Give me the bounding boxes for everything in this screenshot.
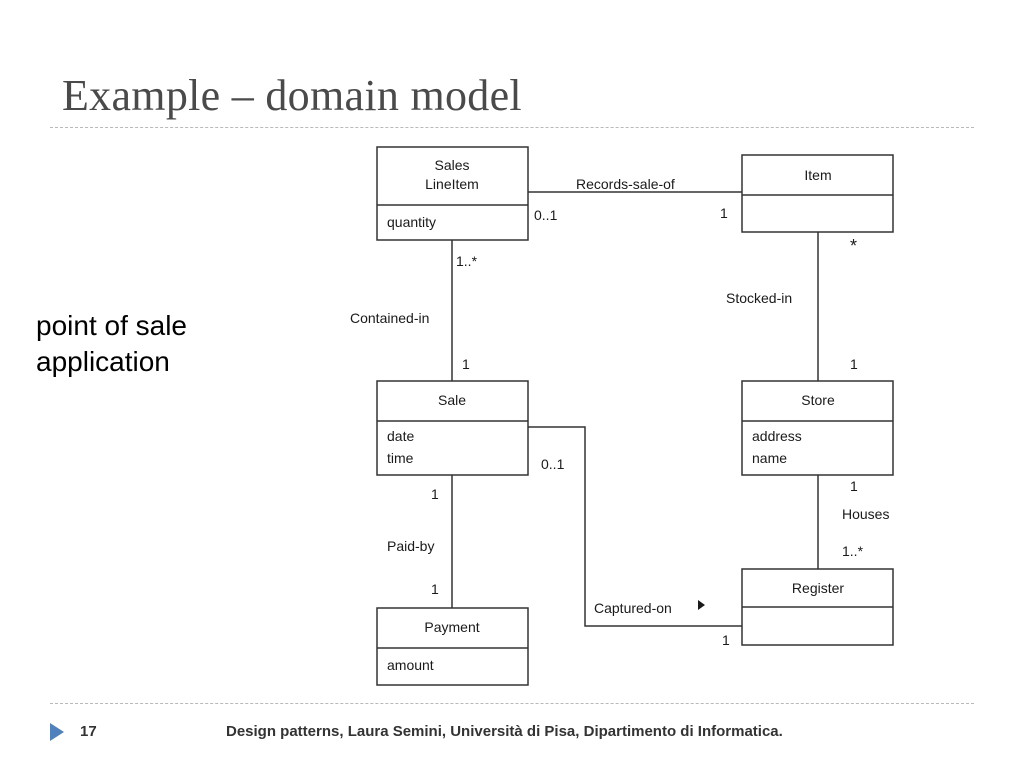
class-payment [376, 607, 529, 686]
assoc-records-sale-of-mult-b: 1 [720, 205, 728, 221]
footer-divider [50, 703, 974, 704]
assoc-paid-by-label: Paid-by [387, 538, 434, 554]
class-store-name: Store [801, 392, 835, 408]
assoc-stocked-in-mult-a: * [850, 236, 857, 256]
attr-address: address [752, 428, 802, 444]
class-payment-name: Payment [424, 619, 479, 635]
play-arrow-icon [50, 723, 64, 741]
attr-name: name [752, 450, 787, 466]
footer-credits: Design patterns, Laura Semini, Universit… [226, 723, 783, 740]
class-item [741, 154, 894, 233]
side-caption: point of sale application [36, 308, 187, 380]
assoc-captured-on-mult-a: 0..1 [541, 456, 565, 472]
assoc-records-sale-of-mult-a: 0..1 [534, 207, 558, 223]
side-caption-line-2: application [36, 346, 170, 377]
assoc-records-sale-of-label: Records-sale-of [576, 176, 675, 192]
class-sales-line-item-name-1: Sales [434, 157, 469, 173]
assoc-houses-mult-b: 1..* [842, 543, 864, 559]
attr-quantity: quantity [387, 214, 436, 230]
class-sale-name: Sale [438, 392, 466, 408]
title-divider [50, 127, 974, 128]
class-sales-line-item [376, 146, 529, 241]
assoc-contained-in-label: Contained-in [350, 310, 429, 326]
assoc-captured-on-mult-b: 1 [722, 632, 730, 648]
assoc-captured-on-label: Captured-on [594, 600, 672, 616]
assoc-paid-by-mult-a: 1 [431, 486, 439, 502]
class-item-name: Item [804, 167, 831, 183]
captured-on-direction-arrow [698, 600, 705, 610]
assoc-houses-label: Houses [842, 506, 889, 522]
assoc-contained-in-mult-a: 1..* [456, 253, 478, 269]
attr-amount: amount [387, 657, 434, 673]
attr-date: date [387, 428, 414, 444]
class-sales-line-item-name-2: LineItem [425, 176, 479, 192]
class-register-name: Register [792, 580, 844, 596]
page-number: 17 [80, 723, 97, 740]
assoc-contained-in-mult-b: 1 [462, 356, 470, 372]
assoc-stocked-in-mult-b: 1 [850, 356, 858, 372]
captured-on-line [528, 426, 742, 627]
side-caption-line-1: point of sale [36, 310, 187, 341]
assoc-stocked-in-label: Stocked-in [726, 290, 792, 306]
slide-title: Example – domain model [62, 71, 522, 120]
assoc-houses-mult-a: 1 [850, 478, 858, 494]
assoc-paid-by-mult-b: 1 [431, 581, 439, 597]
attr-time: time [387, 450, 414, 466]
class-sale [376, 380, 529, 476]
class-store [741, 380, 894, 476]
